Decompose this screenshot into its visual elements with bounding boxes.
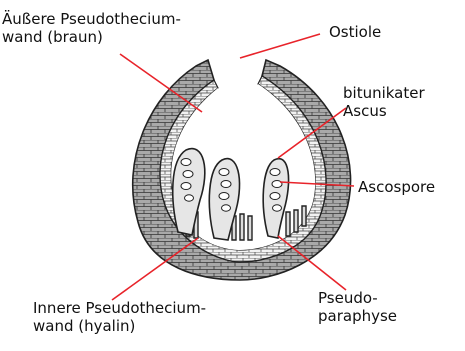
label-inner-wall: Innere Pseudothecium- wand (hyalin) <box>33 299 206 335</box>
label-outer-wall-line1: Äußere Pseudothecium- <box>2 10 181 28</box>
label-ostiole: Ostiole <box>329 23 381 41</box>
label-pseudoparaphyse: Pseudo- paraphyse <box>318 289 397 325</box>
label-ascospore-text: Ascospore <box>358 178 435 196</box>
label-outer-wall: Äußere Pseudothecium- wand (braun) <box>2 10 181 46</box>
label-ascus: bitunikater Ascus <box>343 84 425 120</box>
label-ascus-line2: Ascus <box>343 102 425 120</box>
leader-ostiole <box>240 34 320 58</box>
label-outer-wall-line2: wand (braun) <box>2 28 181 46</box>
label-ostiole-text: Ostiole <box>329 23 381 41</box>
label-ascospore: Ascospore <box>358 178 435 196</box>
label-ascus-line1: bitunikater <box>343 84 425 102</box>
label-inner-wall-line2: wand (hyalin) <box>33 317 206 335</box>
label-inner-wall-line1: Innere Pseudothecium- <box>33 299 206 317</box>
label-pseudoparaphyse-line2: paraphyse <box>318 307 397 325</box>
label-pseudoparaphyse-line1: Pseudo- <box>318 289 397 307</box>
